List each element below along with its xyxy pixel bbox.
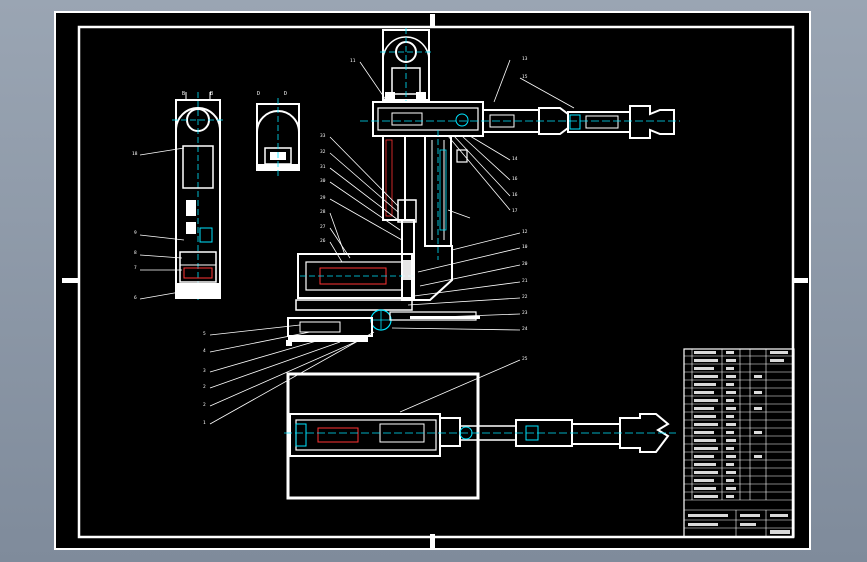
svg-text:20: 20 — [522, 261, 528, 267]
svg-text:1: 1 — [203, 420, 206, 426]
side-view-arm[interactable]: B B — [172, 91, 224, 300]
svg-text:2: 2 — [203, 384, 206, 390]
svg-text:33: 33 — [320, 133, 326, 139]
svg-text:23: 23 — [522, 310, 528, 316]
svg-text:32: 32 — [320, 149, 326, 155]
svg-text:7: 7 — [134, 265, 137, 271]
svg-text:6: 6 — [134, 295, 137, 301]
svg-text:27: 27 — [320, 224, 326, 230]
callout-labels: 33 32 31 30 29 28 27 26 5 4 3 2 2 1 12 1… — [203, 56, 528, 426]
svg-text:26: 26 — [320, 238, 326, 244]
svg-text:22: 22 — [522, 294, 528, 300]
svg-text:29: 29 — [320, 195, 326, 201]
side-view-outline — [175, 99, 221, 299]
bottom-front-view[interactable] — [284, 372, 676, 500]
svg-text:31: 31 — [320, 164, 326, 170]
svg-text:15: 15 — [522, 74, 528, 80]
top-view-arm[interactable] — [360, 28, 680, 301]
svg-text:9: 9 — [134, 230, 137, 236]
svg-text:18: 18 — [132, 151, 138, 157]
svg-text:16: 16 — [512, 176, 518, 182]
svg-text:13: 13 — [522, 56, 528, 62]
svg-text:5: 5 — [203, 331, 206, 337]
svg-text:4: 4 — [203, 348, 206, 354]
parts-list-grid — [684, 349, 794, 537]
svg-text:11: 11 — [350, 58, 356, 64]
centering-marks — [62, 14, 808, 548]
svg-text:25: 25 — [522, 356, 528, 362]
middle-assembly[interactable] — [286, 253, 480, 346]
svg-text:21: 21 — [522, 278, 528, 284]
svg-text:30: 30 — [320, 178, 326, 184]
svg-text:24: 24 — [522, 326, 528, 332]
svg-text:10: 10 — [522, 244, 528, 250]
svg-text:D: D — [257, 91, 260, 97]
svg-text:B: B — [182, 91, 185, 97]
svg-text:B: B — [210, 91, 213, 97]
drawing-sheet — [54, 11, 811, 550]
svg-text:D: D — [284, 91, 287, 97]
svg-text:8: 8 — [134, 250, 137, 256]
svg-text:17: 17 — [512, 208, 518, 214]
left-callouts — [139, 147, 185, 300]
section-view-dd[interactable]: D D — [256, 91, 300, 176]
svg-text:14: 14 — [512, 156, 518, 162]
left-callout-labels: 18 9 8 7 6 — [132, 151, 138, 301]
svg-text:3: 3 — [203, 368, 206, 374]
title-block[interactable] — [683, 348, 795, 538]
middle-leaders — [209, 59, 575, 425]
parts-list-text — [688, 351, 790, 534]
svg-text:28: 28 — [320, 209, 326, 215]
svg-text:16: 16 — [512, 192, 518, 198]
svg-text:2: 2 — [203, 402, 206, 408]
svg-text:12: 12 — [522, 229, 528, 235]
